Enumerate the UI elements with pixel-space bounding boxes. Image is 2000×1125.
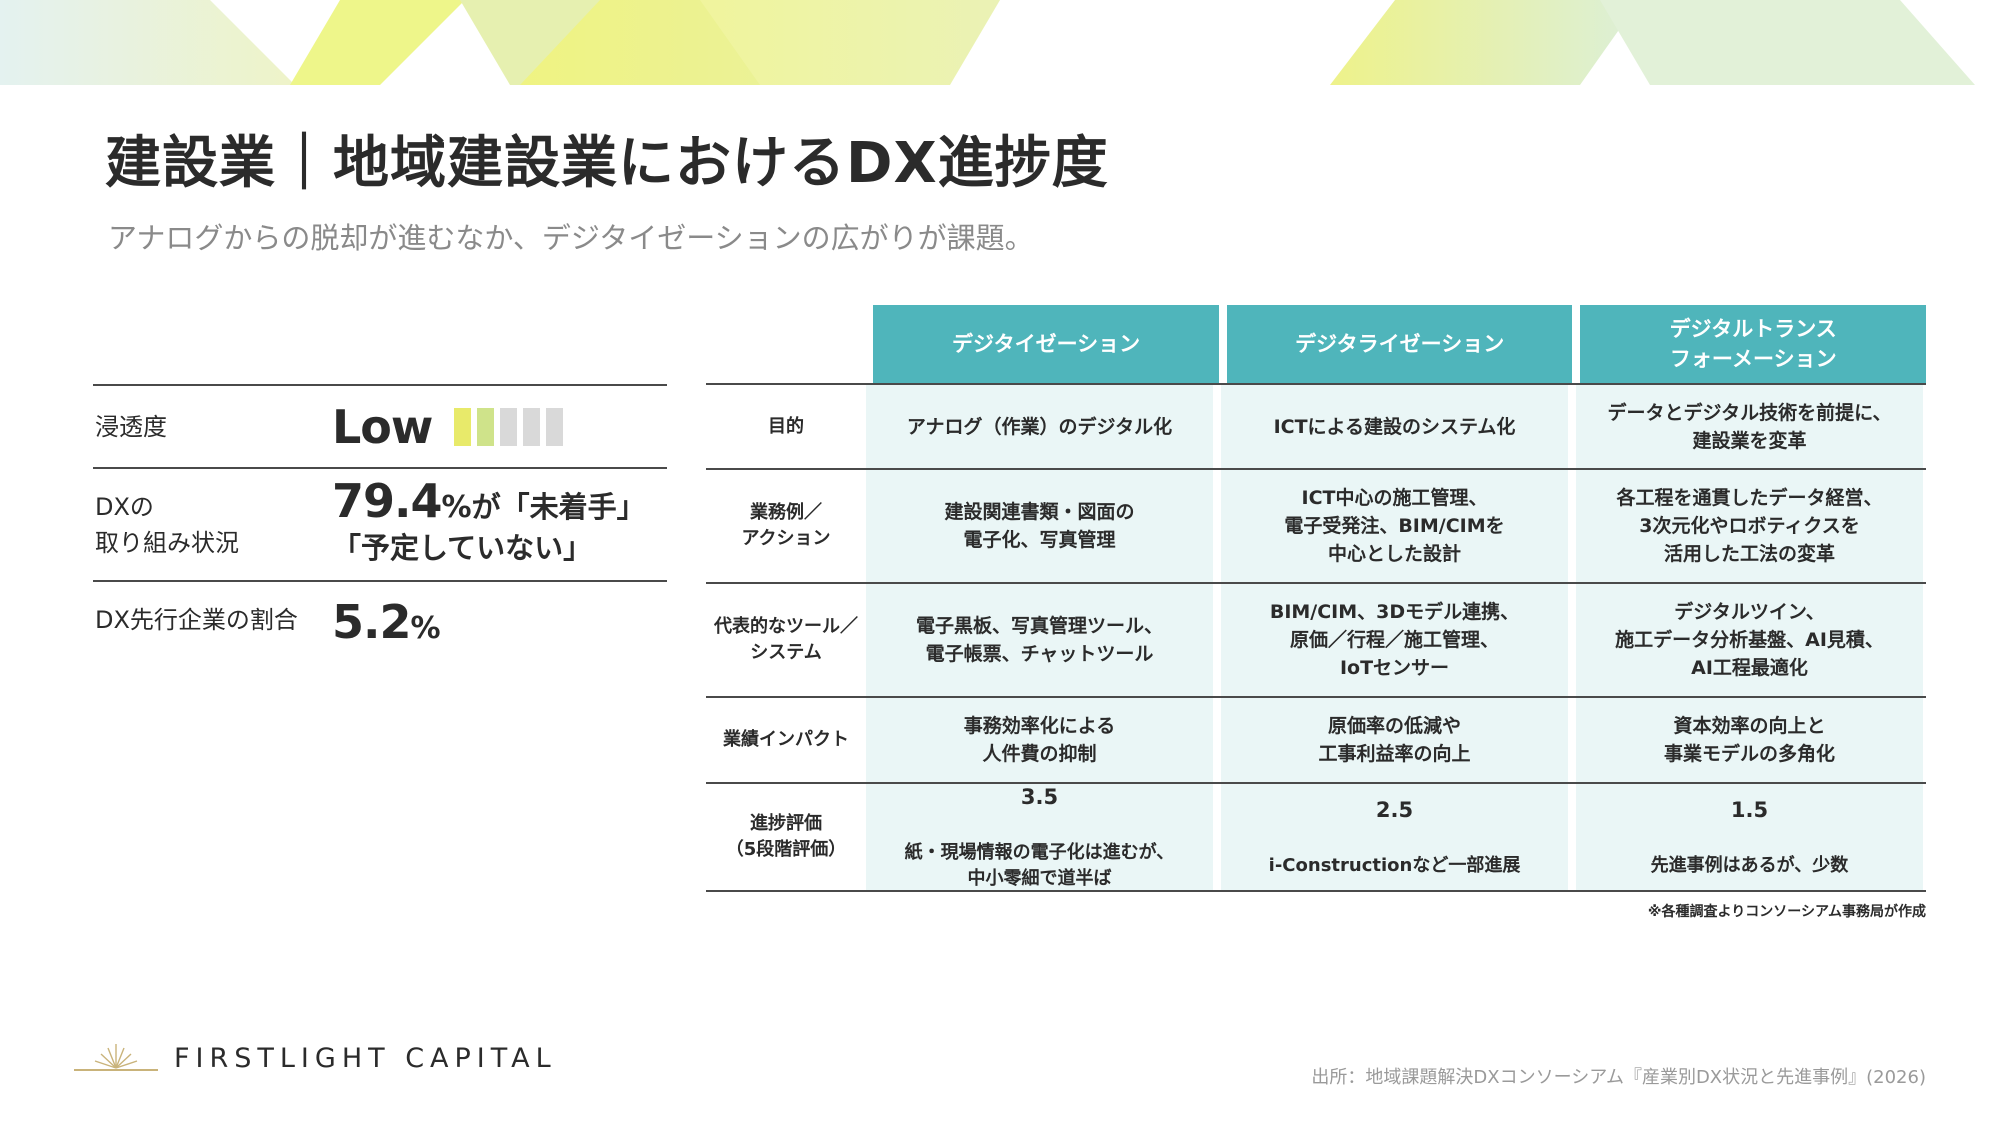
table-cell: 事務効率化による 人件費の抑制 — [866, 698, 1213, 782]
table-cell: アナログ（作業）のデジタル化 — [866, 385, 1213, 468]
table-cell: 各工程を通貫したデータ経営、 3次元化やロボティクスを 活用した工法の変革 — [1576, 470, 1923, 582]
metric-status: DXの 取り組み状況 79.4%が「未着手」 「予定していない」 — [93, 467, 667, 580]
metric-value: Low — [332, 399, 564, 454]
metric-value: 5.2% — [332, 599, 441, 649]
status-text-line2: 「予定していない」 — [332, 531, 593, 565]
deco-shape — [290, 0, 465, 85]
evaluation-cell: 1.5 先進事例はあるが、少数 — [1576, 784, 1923, 890]
table-cell: 建設関連書類・図面の 電子化、写真管理 — [866, 470, 1213, 582]
column-header-transformation: デジタルトランス フォーメーション — [1580, 305, 1927, 383]
deco-shape — [520, 0, 1000, 85]
metric-value: 79.4%が「未着手」 「予定していない」 — [332, 478, 646, 568]
table-footnote: ※各種調査よりコンソーシアム事務局が作成 — [1647, 904, 1926, 920]
table-row-evaluation: 進捗評価 （5段階評価） 3.5 紙・現場情報の電子化は進むが、 中小零細で道半… — [706, 782, 1926, 892]
metric-label-line: 取り組み状況 — [95, 528, 239, 557]
row-label: 目的 — [706, 385, 866, 468]
evaluation-cell: 2.5 i-Constructionなど一部進展 — [1221, 784, 1568, 890]
row-label: 代表的なツール／ システム — [706, 584, 866, 696]
logo-text: FIRSTLIGHT CAPITAL — [174, 1042, 557, 1074]
metric-label: 浸透度 — [95, 412, 167, 441]
column-header-digitization: デジタイゼーション — [873, 305, 1219, 383]
table-cell: BIM/CIM、3Dモデル連携、 原価／行程／施工管理、 IoTセンサー — [1221, 584, 1568, 696]
table-header: デジタイゼーション デジタライゼーション デジタルトランス フォーメーション — [706, 305, 1927, 383]
table-cell: データとデジタル技術を前提に、 建設業を変革 — [1576, 385, 1923, 468]
evaluation-score: 2.5 — [1375, 798, 1414, 822]
level-bar — [546, 407, 564, 446]
table-cell: ICTによる建設のシステム化 — [1221, 385, 1568, 468]
metric-label: DXの 取り組み状況 — [93, 489, 332, 561]
evaluation-score: 1.5 — [1730, 798, 1769, 822]
column-header-digitalization: デジタライゼーション — [1226, 305, 1573, 383]
level-bar — [523, 407, 541, 446]
level-bar — [454, 407, 472, 446]
level-bar — [500, 407, 518, 446]
metric-leaders: DX先行企業の割合 5.2% — [93, 580, 667, 660]
table-cell: 電子黒板、写真管理ツール、 電子帳票、チャットツール — [866, 584, 1213, 696]
deco-shape — [1330, 0, 1640, 85]
evaluation-score: 3.5 — [1020, 785, 1059, 809]
evaluation-note: i-Constructionなど一部進展 — [1268, 855, 1521, 876]
penetration-value: Low — [332, 399, 433, 454]
decorative-header-band — [0, 0, 1975, 85]
table-cell: デジタルツイン、 施工データ分析基盤、AI見積、 AI工程最適化 — [1576, 584, 1923, 696]
metric-label-line: DXの — [95, 492, 154, 521]
percent-unit: % — [441, 490, 472, 525]
table-row: 業績インパクト 事務効率化による 人件費の抑制 原価率の低減や 工事利益率の向上… — [706, 696, 1926, 782]
metric-label: DX先行企業の割合 — [95, 606, 298, 634]
source-citation: 出所：地域課題解決DXコンソーシアム『産業別DX状況と先進事例』(2026) — [1311, 1067, 1926, 1088]
table-row: 目的 アナログ（作業）のデジタル化 ICTによる建設のシステム化 データとデジタ… — [706, 383, 1926, 468]
percent-unit: % — [410, 611, 441, 646]
evaluation-note: 先進事例はあるが、少数 — [1650, 855, 1849, 876]
row-label: 業績インパクト — [706, 698, 866, 782]
table-cell: 資本効率の向上と 事業モデルの多角化 — [1576, 698, 1923, 782]
status-percentage: 79.4 — [332, 474, 442, 528]
level-bar — [477, 407, 495, 446]
leaders-percentage: 5.2 — [332, 595, 411, 649]
table-cell: ICT中心の施工管理、 電子受発注、BIM/CIMを 中心とした設計 — [1221, 470, 1568, 582]
evaluation-note: 紙・現場情報の電子化は進むが、 中小零細で道半ば — [904, 842, 1175, 889]
table-cell: 原価率の低減や 工事利益率の向上 — [1221, 698, 1568, 782]
page-title: 建設業｜地域建設業におけるDX進捗度 — [105, 131, 1109, 196]
page-subtitle: アナログからの脱却が進むなか、デジタイゼーションの広がりが課題。 — [108, 221, 1034, 255]
deco-shape — [0, 0, 295, 85]
row-label: 業務例／ アクション — [706, 470, 866, 582]
deco-shape — [1600, 0, 1975, 85]
table-corner — [706, 305, 865, 383]
row-label: 進捗評価 （5段階評価） — [706, 784, 866, 890]
dx-progress-table: デジタイゼーション デジタライゼーション デジタルトランス フォーメーション 目… — [706, 305, 1927, 892]
table-row: 代表的なツール／ システム 電子黒板、写真管理ツール、 電子帳票、チャットツール… — [706, 582, 1926, 696]
penetration-level-gauge — [454, 407, 564, 446]
company-logo: FIRSTLIGHT CAPITAL — [74, 1040, 557, 1076]
metric-penetration: 浸透度 Low — [93, 384, 667, 467]
table-row: 業務例／ アクション 建設関連書類・図面の 電子化、写真管理 ICT中心の施工管… — [706, 468, 1926, 582]
sunrise-logo-icon — [74, 1044, 158, 1071]
status-text: が「未着手」 — [471, 490, 646, 524]
evaluation-cell: 3.5 紙・現場情報の電子化は進むが、 中小零細で道半ば — [866, 784, 1213, 890]
metrics-panel: 浸透度 Low DXの 取り組み状況 79.4%が「未着手」 「予定していない」… — [93, 384, 667, 660]
